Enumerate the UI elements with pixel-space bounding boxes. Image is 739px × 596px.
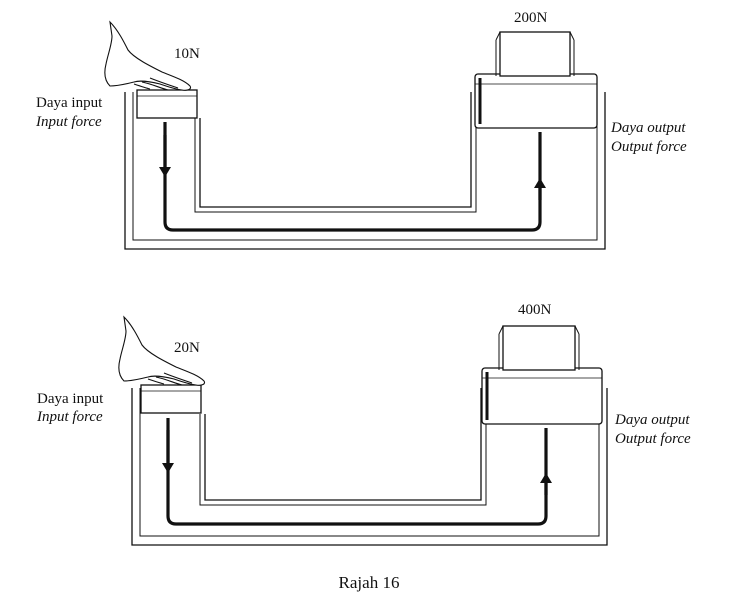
tube-inner-wall (199, 92, 472, 208)
load-block-icon (495, 31, 575, 77)
fluid-flow-line (163, 122, 542, 232)
output-piston (474, 73, 598, 129)
tube-inner-wall (204, 388, 482, 501)
panel-2: 20N 400N Daya input Input force Daya out… (36, 302, 691, 546)
hand-icon (118, 315, 206, 386)
left-cylinder-wall (132, 92, 598, 241)
figure-caption: Rajah 16 (339, 573, 400, 592)
input-piston (136, 89, 198, 119)
input-label-ms: Daya input (36, 95, 103, 111)
output-label-en: Output force (611, 139, 687, 155)
output-label-ms: Daya output (610, 120, 686, 136)
output-label-en: Output force (615, 431, 691, 447)
input-force-value: 10N (174, 46, 200, 62)
output-label-ms: Daya output (614, 412, 690, 428)
container-outer (131, 388, 608, 546)
output-force-value: 400N (518, 302, 552, 318)
left-cylinder-wall (139, 388, 600, 537)
input-label-en: Input force (36, 409, 103, 425)
input-piston (140, 384, 202, 414)
tube-inner-wall-2 (199, 388, 487, 506)
input-label-en: Input force (35, 114, 102, 130)
hand-icon (104, 20, 192, 91)
tube-inner-wall-2 (194, 92, 477, 213)
input-label-ms: Daya input (37, 391, 104, 407)
fluid-flow-line (166, 418, 548, 526)
output-force-value: 200N (514, 10, 548, 26)
container-outer (124, 92, 606, 250)
panel-1: 10N 200N Daya input Input force Daya out… (35, 10, 687, 250)
output-piston (481, 367, 603, 425)
load-block-icon (498, 325, 580, 371)
input-force-value: 20N (174, 340, 200, 356)
